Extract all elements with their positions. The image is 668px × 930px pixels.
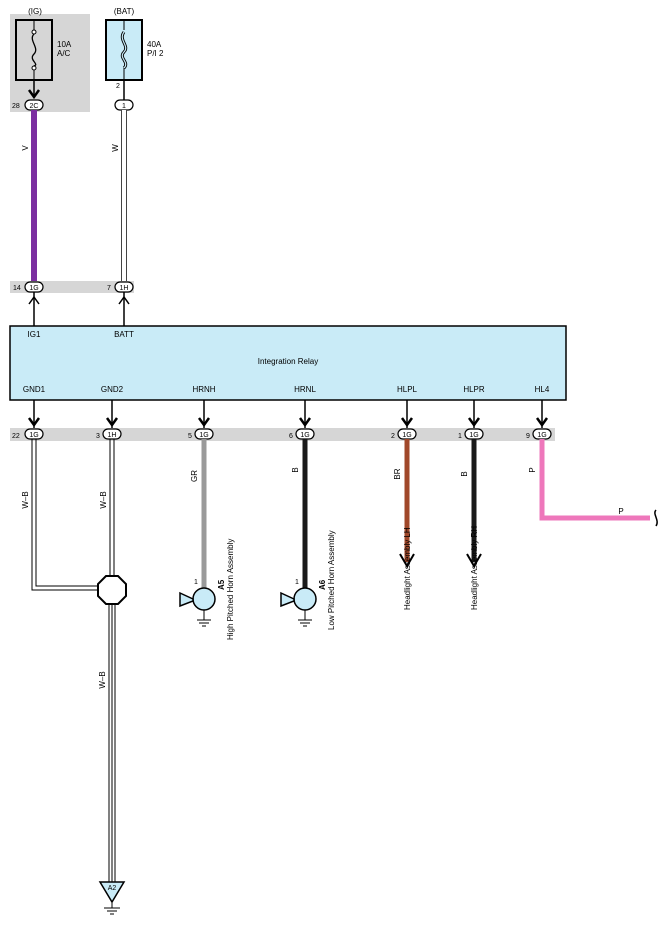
- wire-b-hrnl-label: B: [291, 467, 300, 472]
- ground-point-a2-label: A2: [108, 885, 117, 892]
- arrow-down-icon: [105, 417, 119, 428]
- conn-9-pin: 9: [526, 433, 530, 440]
- wire-w-label: W: [111, 144, 120, 152]
- wire-b-hlpr-label: B: [460, 471, 469, 476]
- fuse-supply-bat: (BAT): [114, 7, 135, 16]
- horn-a6-bell-icon: [280, 591, 295, 608]
- wire-gr-label: GR: [190, 470, 199, 482]
- terminal-gnd1: GND1: [23, 385, 46, 394]
- conn-5-pin: 5: [188, 433, 192, 440]
- conn-1g-gnd1-label: 1G: [29, 432, 38, 439]
- terminal-hlpr: HLPR: [463, 385, 485, 394]
- fuse-10a-terminal-bottom: [31, 65, 37, 71]
- conn-28-pin: 28: [12, 103, 20, 110]
- wire-p-vertical-label: P: [528, 467, 537, 472]
- conn-2-pin: 2: [116, 83, 120, 90]
- conn-1g-gnd1-oval: [24, 428, 44, 440]
- wire-p-horizontal-label: P: [618, 507, 623, 516]
- arrow-down-icon: [467, 417, 481, 428]
- horn-a5-name: High Pitched Horn Assembly: [226, 539, 235, 640]
- horn-a5-icon: [192, 587, 216, 611]
- wire-break-icon: [654, 509, 658, 527]
- conn-1g-hl4-label: 1G: [537, 432, 546, 439]
- conn-3-pin: 3: [96, 433, 100, 440]
- conn-1g-hlpr-label: 1G: [469, 432, 478, 439]
- conn-1h-input-label: 1H: [120, 285, 129, 292]
- ground-icon: [298, 610, 312, 627]
- relay-title: Integration Relay: [258, 357, 318, 366]
- conn-1-hlpr-pin: 1: [458, 433, 462, 440]
- terminal-hrnl: HRNL: [294, 385, 316, 394]
- wire-wb-ground: [108, 604, 116, 882]
- terminal-ig1: IG1: [28, 330, 41, 339]
- arrow-down-icon: [298, 417, 312, 428]
- wire-wb-ground-label: W–B: [98, 671, 107, 688]
- conn-1g-hrnl-label: 1G: [300, 432, 309, 439]
- ground-point-a2: [98, 881, 126, 904]
- arrow-down-icon: [27, 417, 41, 428]
- conn-7-pin: 7: [107, 285, 111, 292]
- arrow-down-icon: [27, 89, 41, 100]
- conn-6-pin: 6: [289, 433, 293, 440]
- arrow-up-icon: [118, 295, 130, 305]
- conn-1g-hrnh-label: 1G: [199, 432, 208, 439]
- terminal-hrnh: HRNH: [192, 385, 215, 394]
- wire-wb-gnd1: [31, 439, 104, 591]
- wire-wb-gnd2: [109, 439, 115, 575]
- fuse-10a-name: A/C: [57, 49, 71, 58]
- conn-1h-gnd2-label: 1H: [108, 432, 117, 439]
- wire-wb-gnd2-label: W–B: [99, 491, 108, 508]
- conn-22-pin: 22: [12, 433, 20, 440]
- horn-a6-code: A6: [318, 579, 327, 590]
- arrow-down-icon: [535, 417, 549, 428]
- horn-a5-bell-icon: [179, 591, 194, 608]
- horn-a6-icon: [293, 587, 317, 611]
- fuse-40a-rating: 40A: [147, 40, 162, 49]
- integration-relay-box: [9, 325, 567, 401]
- arrow-down-icon: [399, 553, 415, 568]
- conn-1-label: 1: [122, 103, 126, 110]
- conn-1g-input-label: 1G: [29, 285, 38, 292]
- arrow-up-icon: [28, 295, 40, 305]
- fuse-supply-ig: (IG): [28, 7, 42, 16]
- arrow-down-icon: [400, 417, 414, 428]
- horn-a6-name: Low Pitched Horn Assembly: [327, 530, 336, 630]
- wire-p: [539, 439, 650, 521]
- terminal-hl4: HL4: [535, 385, 550, 394]
- wire-br-label: BR: [393, 468, 402, 479]
- conn-1h-gnd2-oval: [102, 428, 122, 440]
- horn-a5-code: A5: [217, 579, 226, 590]
- horn-a6-pin: 1: [295, 579, 299, 586]
- splice-junction: [97, 575, 127, 605]
- ground-icon: [197, 610, 211, 627]
- horn-a5-pin: 1: [194, 579, 198, 586]
- ground-icon: [104, 902, 120, 915]
- wire-v-label: V: [21, 145, 30, 151]
- arrow-down-icon: [466, 553, 482, 568]
- fuse-10a-terminal-top: [31, 29, 37, 35]
- conn-2-hlpl-pin: 2: [391, 433, 395, 440]
- headlight-rh-name: Headlight Assembly RH: [470, 526, 479, 610]
- output-connector-band: [10, 428, 555, 441]
- headlight-lh-name: Headlight Assembly LH: [403, 527, 412, 610]
- terminal-batt: BATT: [114, 330, 134, 339]
- output-leads: [27, 400, 549, 428]
- conn-14-pin: 14: [13, 285, 21, 292]
- terminal-gnd2: GND2: [101, 385, 124, 394]
- fuse-10a-rating: 10A: [57, 40, 72, 49]
- fuse-40a-name: P/I 2: [147, 49, 164, 58]
- conn-2c-label: 2C: [30, 103, 39, 110]
- wire-wb-gnd1-label: W–B: [21, 491, 30, 508]
- terminal-hlpl: HLPL: [397, 385, 418, 394]
- fuse-10a-element-icon: [31, 33, 37, 67]
- conn-1g-hlpl-label: 1G: [402, 432, 411, 439]
- fuse-40a-element-icon-inner: [121, 31, 127, 69]
- arrow-down-icon: [197, 417, 211, 428]
